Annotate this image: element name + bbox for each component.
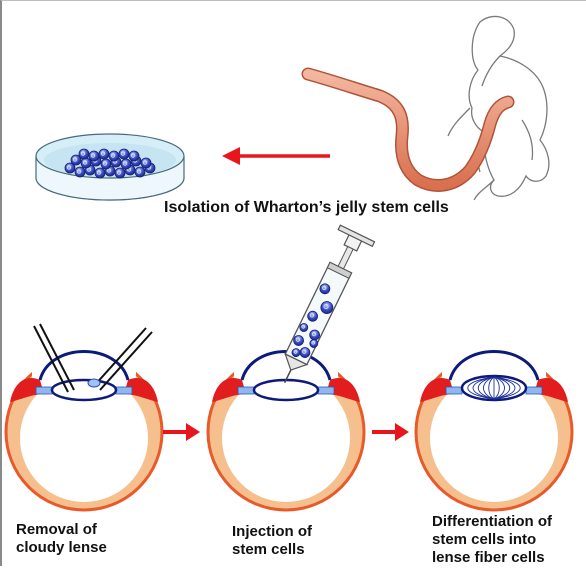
- eye-removal: [4, 350, 164, 512]
- step-arrow-1: [163, 423, 200, 441]
- isolation-caption: Isolation of Wharton’s jelly stem cells: [164, 199, 449, 216]
- step3-caption-line1: Differentiation of: [432, 513, 552, 530]
- removed-lens-fragment: [87, 378, 101, 388]
- step2-caption-line1: Injection of: [232, 523, 312, 540]
- surgical-instruments: [33, 323, 153, 393]
- syringe: [283, 224, 376, 384]
- step3-caption-line3: lense fiber cells: [432, 549, 545, 566]
- step2-caption-line2: stem cells: [232, 541, 305, 558]
- step3-caption-line2: stem cells into: [432, 531, 537, 548]
- step1-caption-line1: Removal of: [16, 521, 97, 538]
- step1-caption-line2: cloudy lense: [16, 539, 107, 556]
- eye-differentiation: [414, 350, 574, 512]
- eye-injection: [206, 350, 366, 512]
- step-arrow-2: [372, 423, 409, 441]
- petri-dish: [35, 133, 185, 201]
- dish-stem-cells: [64, 148, 156, 179]
